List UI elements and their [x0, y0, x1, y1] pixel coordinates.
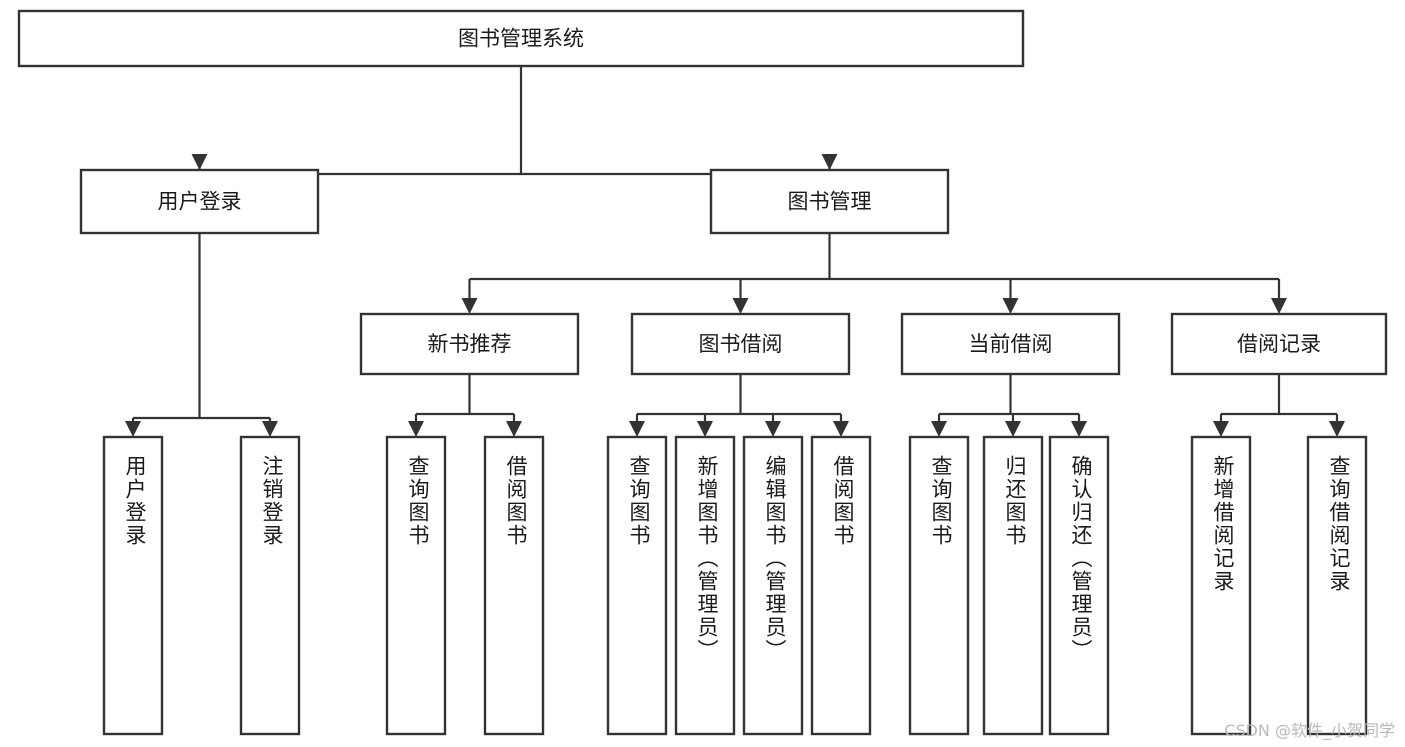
node-box-leaf-add-record: [1190, 435, 1252, 736]
node-leaf-query-book-2[interactable]: 查询图书: [606, 435, 668, 736]
arrow-head-leaf-query-book-1: [408, 421, 424, 437]
arrow-head-leaf-borrow-book-1: [506, 421, 522, 437]
node-label-new-book-rec: 新书推荐: [428, 332, 512, 356]
arrow-head-leaf-user-logout: [262, 421, 278, 437]
node-box-book-borrow: [630, 312, 851, 376]
node-label-leaf-confirm-return: 确认归还（管理员）: [1069, 455, 1093, 662]
node-box-leaf-edit-book: [742, 435, 804, 736]
edges-layer: [125, 66, 1345, 437]
arrow-head-book-manage: [821, 154, 838, 170]
node-book-manage[interactable]: 图书管理: [709, 168, 950, 235]
node-label-leaf-user-login: 用户登录: [123, 455, 147, 547]
node-box-leaf-add-book: [674, 435, 736, 736]
node-box-book-manage: [709, 168, 950, 235]
node-box-root: [17, 9, 1025, 68]
node-box-leaf-query-book-2: [606, 435, 668, 736]
node-label-leaf-query-book-3: 查询图书: [929, 455, 953, 547]
node-box-leaf-borrow-book-1: [483, 435, 545, 736]
node-label-leaf-edit-book: 编辑图书（管理员）: [763, 455, 787, 662]
node-leaf-confirm-return[interactable]: 确认归还（管理员）: [1048, 435, 1110, 736]
node-leaf-query-book-3[interactable]: 查询图书: [908, 435, 970, 736]
node-new-book-rec[interactable]: 新书推荐: [359, 312, 580, 376]
node-root[interactable]: 图书管理系统: [17, 9, 1025, 68]
node-label-book-manage: 图书管理: [788, 190, 872, 214]
arrow-head-leaf-confirm-return: [1071, 421, 1087, 437]
node-leaf-add-book[interactable]: 新增图书（管理员）: [674, 435, 736, 736]
node-label-current-borrow: 当前借阅: [969, 332, 1053, 356]
node-leaf-query-book-1[interactable]: 查询图书: [385, 435, 447, 736]
node-box-new-book-rec: [359, 312, 580, 376]
node-box-leaf-borrow-book-2: [810, 435, 872, 736]
node-leaf-user-logout[interactable]: 注销登录: [239, 435, 301, 736]
node-leaf-borrow-book-1[interactable]: 借阅图书: [483, 435, 545, 736]
node-leaf-return-book[interactable]: 归还图书: [982, 435, 1044, 736]
arrow-head-new-book-rec: [461, 298, 478, 314]
node-box-leaf-query-book-1: [385, 435, 447, 736]
node-label-leaf-query-book-2: 查询图书: [627, 455, 651, 547]
arrow-head-leaf-add-record: [1213, 421, 1229, 437]
node-label-leaf-query-book-1: 查询图书: [406, 455, 430, 547]
node-box-leaf-query-record: [1306, 435, 1368, 736]
node-box-current-borrow: [900, 312, 1121, 376]
arrow-head-borrow-record: [1271, 298, 1287, 314]
watermark: CSDN @软件_小贺同学: [1224, 721, 1395, 740]
arrow-head-leaf-borrow-book-2: [833, 421, 849, 437]
node-label-leaf-borrow-book-2: 借阅图书: [831, 455, 855, 547]
node-label-user-login: 用户登录: [158, 190, 242, 214]
node-borrow-record[interactable]: 借阅记录: [1170, 312, 1388, 376]
node-label-leaf-borrow-book-1: 借阅图书: [504, 455, 528, 547]
node-label-leaf-query-record: 查询借阅记录: [1327, 455, 1351, 593]
node-box-borrow-record: [1170, 312, 1388, 376]
node-label-leaf-return-book: 归还图书: [1003, 455, 1027, 547]
node-user-login[interactable]: 用户登录: [79, 168, 320, 235]
node-label-leaf-add-record: 新增借阅记录: [1211, 455, 1235, 593]
node-leaf-query-record[interactable]: 查询借阅记录: [1306, 435, 1368, 736]
arrow-head-leaf-add-book: [697, 421, 713, 437]
node-box-leaf-confirm-return: [1048, 435, 1110, 736]
node-leaf-borrow-book-2[interactable]: 借阅图书: [810, 435, 872, 736]
node-box-user-login: [79, 168, 320, 235]
node-label-borrow-record: 借阅记录: [1237, 332, 1321, 356]
arrow-head-current-borrow: [1002, 298, 1019, 314]
nodes-layer: 图书管理系统用户登录图书管理新书推荐图书借阅当前借阅借阅记录用户登录注销登录查询…: [17, 9, 1388, 736]
node-box-leaf-return-book: [982, 435, 1044, 736]
node-box-leaf-query-book-3: [908, 435, 970, 736]
arrow-head-leaf-query-book-2: [629, 421, 645, 437]
arrow-head-leaf-return-book: [1005, 421, 1021, 437]
arrow-head-book-borrow: [732, 298, 749, 314]
node-label-leaf-user-logout: 注销登录: [260, 455, 284, 547]
node-current-borrow[interactable]: 当前借阅: [900, 312, 1121, 376]
node-label-book-borrow: 图书借阅: [699, 332, 783, 356]
arrow-head-leaf-user-login: [125, 421, 141, 437]
arrow-head-leaf-edit-book: [765, 421, 781, 437]
node-label-leaf-add-book: 新增图书（管理员）: [695, 455, 719, 662]
arrow-head-leaf-query-book-3: [931, 421, 947, 437]
arrow-head-leaf-query-record: [1329, 421, 1345, 437]
arrow-head-user-login: [191, 154, 208, 170]
node-leaf-user-login[interactable]: 用户登录: [102, 435, 164, 736]
node-book-borrow[interactable]: 图书借阅: [630, 312, 851, 376]
node-leaf-edit-book[interactable]: 编辑图书（管理员）: [742, 435, 804, 736]
node-label-root: 图书管理系统: [458, 27, 584, 51]
node-box-leaf-user-login: [102, 435, 164, 736]
node-box-leaf-user-logout: [239, 435, 301, 736]
node-leaf-add-record[interactable]: 新增借阅记录: [1190, 435, 1252, 736]
